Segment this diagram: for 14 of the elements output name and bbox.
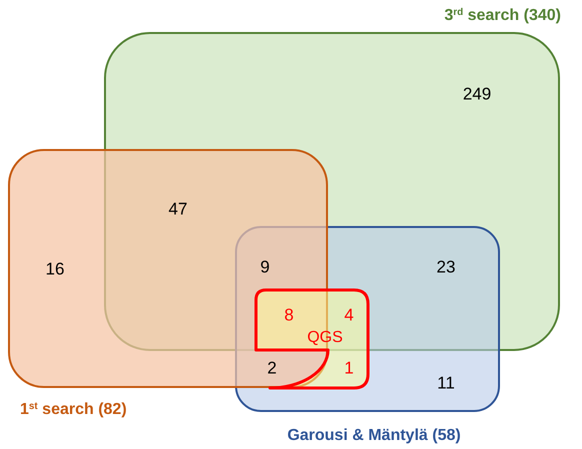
region-count: 8: [284, 306, 294, 326]
region-count: 4: [344, 306, 354, 326]
region-count: 9: [260, 258, 270, 278]
set-title: 1$^{st}$ search (82): [20, 400, 127, 420]
set-title: Garousi & Mäntylä (58): [287, 426, 461, 446]
region-count: 11: [437, 374, 455, 394]
region-count: 16: [46, 260, 64, 280]
set-title: QGS: [307, 328, 343, 348]
region-count: 1: [344, 360, 354, 378]
region-count: 249: [462, 86, 492, 104]
set-title: 3$^{rd}$ search (340): [444, 6, 561, 26]
region-count: 2: [267, 360, 277, 378]
region-count: 23: [436, 258, 456, 278]
region-count: 47: [168, 200, 188, 220]
